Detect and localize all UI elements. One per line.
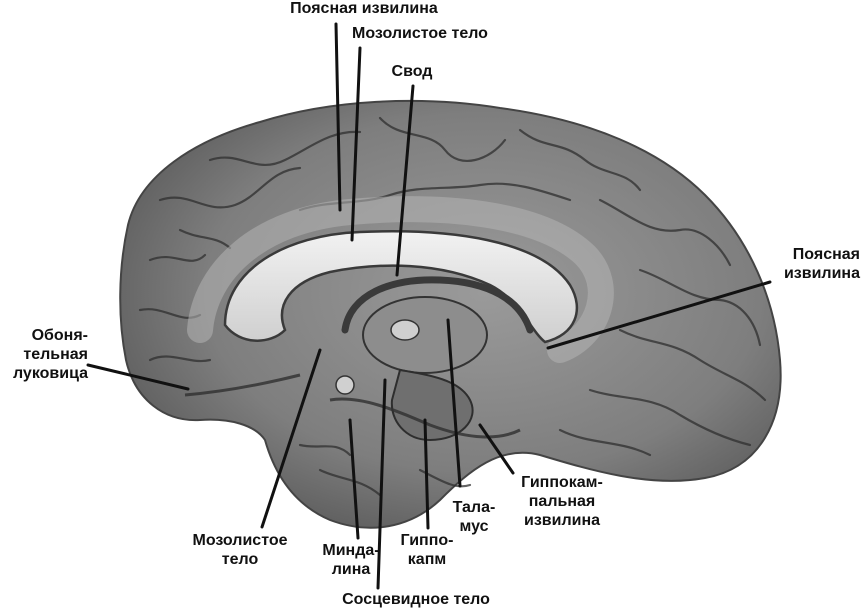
label-olfactory-bulb: Обоня- тельная луковица xyxy=(12,327,88,382)
leader-olfactory xyxy=(86,363,190,391)
interthalamic-adhesion xyxy=(390,319,420,341)
label-thalamus: Тала- мус xyxy=(452,499,496,535)
label-cingulate-gyrus-top: Поясная извилина xyxy=(290,0,438,17)
mammillary-shape xyxy=(335,375,355,395)
leader-hippocampus xyxy=(423,418,430,530)
label-corpus-callosum-top: Мозолистое тело xyxy=(352,25,488,42)
label-fornix: Свод xyxy=(391,63,433,80)
leader-mammillary xyxy=(376,378,387,590)
label-parahippocampal-gyrus: Гиппокам- пальная извилина xyxy=(521,474,603,529)
label-corpus-callosum-bottom: Мозолистое тело xyxy=(192,532,288,568)
temporal-inner xyxy=(329,397,521,439)
label-amygdala: Минда- лина xyxy=(322,542,380,578)
label-hippocampus: Гиппо- капм xyxy=(400,532,454,568)
leader-fornix xyxy=(395,84,415,277)
leader-amygdala xyxy=(348,418,360,540)
label-mammillary-body: Сосцевидное тело xyxy=(342,591,490,608)
leader-cingulate-right xyxy=(546,280,772,350)
leader-corpus-callosum-bottom xyxy=(260,348,322,529)
leader-cingulate-top xyxy=(334,22,342,212)
leader-thalamus xyxy=(446,318,462,488)
leader-corpus-callosum-top xyxy=(350,46,362,242)
olfactory-tract xyxy=(184,373,301,397)
leader-parahippocampal xyxy=(478,423,515,475)
corpus-callosum xyxy=(223,230,579,344)
label-cingulate-gyrus-right: Поясная извилина xyxy=(783,246,860,282)
thalamus-shape xyxy=(362,296,488,374)
leader-lines xyxy=(86,22,772,590)
fornix-arch xyxy=(341,276,534,334)
cingulate-band xyxy=(187,196,614,363)
